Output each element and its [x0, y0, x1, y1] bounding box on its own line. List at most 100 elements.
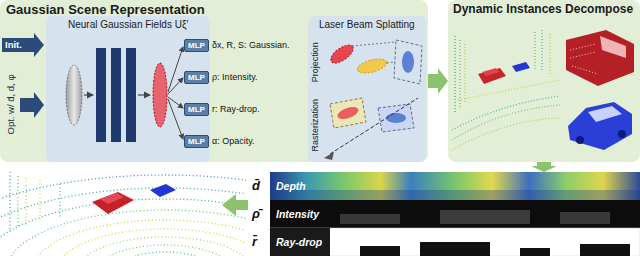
field-ground	[46, 16, 210, 162]
box-title: Laser Beam Splatting	[319, 19, 415, 31]
range-image: ρ̄Intensity	[270, 200, 640, 228]
depth-image	[270, 172, 640, 200]
output-label: α: Opacity.	[212, 136, 255, 146]
network-layer	[126, 48, 136, 142]
gaussian-ellipse	[386, 113, 406, 123]
wheel	[576, 136, 584, 144]
image-label: Depth	[276, 180, 306, 192]
image-label: Ray-drop	[276, 236, 322, 248]
point-cloud	[0, 172, 246, 256]
point-ring	[7, 210, 246, 256]
input-label: Opt. w/ d̄, d, φ	[6, 74, 17, 134]
point-row	[534, 32, 535, 70]
point-row	[458, 80, 560, 100]
panel-ground	[448, 0, 640, 162]
step-label: Projection	[310, 42, 320, 82]
symbol-label: d̄	[252, 179, 260, 194]
fan-lines	[168, 47, 183, 139]
point-row	[459, 40, 460, 108]
car-red	[100, 193, 124, 204]
truck-points	[570, 44, 598, 74]
mlp-label: MLP	[188, 105, 205, 114]
car-red	[482, 68, 499, 76]
output-label: r: Ray-drop.	[212, 104, 260, 114]
projection-line	[352, 42, 395, 46]
point-row	[572, 66, 598, 74]
flow-arrow	[138, 94, 150, 95]
raster-tile	[330, 98, 366, 128]
laser-beam	[330, 98, 418, 154]
input-arrow	[2, 33, 44, 57]
point-row	[17, 176, 18, 228]
splat-box: Laser Beam SplattingProjectionRasterizat…	[308, 16, 426, 162]
point-row	[25, 178, 26, 226]
point-row	[570, 44, 596, 50]
mlp-label: MLP	[188, 73, 205, 82]
point-row	[570, 52, 596, 58]
field-box: Neural Gaussian Fields Uξ′MLPMLPMLPMLP	[46, 16, 210, 162]
step-label: Rasterization	[310, 99, 320, 152]
panel-title: Dynamic Instances Decompose	[453, 3, 633, 17]
gaussian-ellipse	[336, 105, 360, 122]
point-ring	[0, 188, 246, 256]
input-label: Init.	[5, 40, 22, 51]
car-blue	[568, 102, 632, 150]
wheel	[618, 130, 626, 138]
output-arrow	[222, 194, 248, 216]
symbol-label: ρ̄	[252, 207, 260, 222]
gaussian-ellipse	[402, 51, 414, 73]
fan-line	[168, 78, 183, 94]
point-row	[452, 96, 560, 130]
raydrop-image	[270, 228, 640, 256]
point-row	[452, 105, 560, 140]
car-red	[478, 68, 506, 84]
intensity-image	[340, 214, 400, 224]
gaussian-ellipse	[66, 65, 82, 125]
intensity-image	[270, 200, 640, 228]
symbol-label: r̄	[252, 235, 257, 250]
sensor-icon	[324, 152, 334, 160]
raydrop-image	[270, 228, 330, 256]
point-ring	[117, 252, 213, 256]
point-ring	[0, 199, 246, 256]
raydrop-image	[580, 244, 630, 256]
fan-line	[168, 47, 183, 92]
car-red	[92, 192, 134, 214]
mlp-label: MLP	[188, 137, 205, 146]
image-label: Intensity	[276, 208, 319, 220]
splat-ground	[308, 16, 426, 162]
point-row	[452, 118, 560, 150]
gaussian-ellipse	[153, 63, 167, 127]
car-blue	[512, 62, 530, 72]
intensity-image	[560, 212, 610, 224]
raydrop-image	[420, 242, 490, 256]
point-row	[9, 172, 10, 232]
mlp-box: MLP	[184, 71, 209, 84]
point-ring	[33, 220, 246, 256]
point-ring	[57, 229, 246, 256]
gaussian-ellipse	[328, 42, 356, 67]
fan-line	[168, 99, 183, 139]
range-image: r̄Ray-drop	[270, 228, 640, 256]
point-row	[464, 44, 465, 104]
depth-image	[270, 190, 640, 200]
panel-title: Gaussian Scene Representation	[6, 3, 205, 18]
projection-line	[387, 62, 394, 63]
point-row	[549, 34, 550, 74]
point-ring	[99, 245, 231, 256]
network-layer	[96, 48, 106, 142]
intensity-image	[440, 210, 530, 224]
truck-red	[566, 30, 634, 86]
mlp-label: MLP	[188, 41, 205, 50]
truck-window	[600, 36, 626, 58]
point-ring	[79, 237, 246, 256]
mlp-box: MLP	[184, 39, 209, 52]
scene-points	[452, 30, 560, 150]
range-image: d̄Depth	[270, 172, 640, 200]
raydrop-image	[360, 246, 400, 256]
input-arrow	[20, 92, 44, 118]
flow-arrow	[428, 68, 448, 94]
mlp-box: MLP	[184, 135, 209, 148]
point-row	[59, 184, 60, 218]
